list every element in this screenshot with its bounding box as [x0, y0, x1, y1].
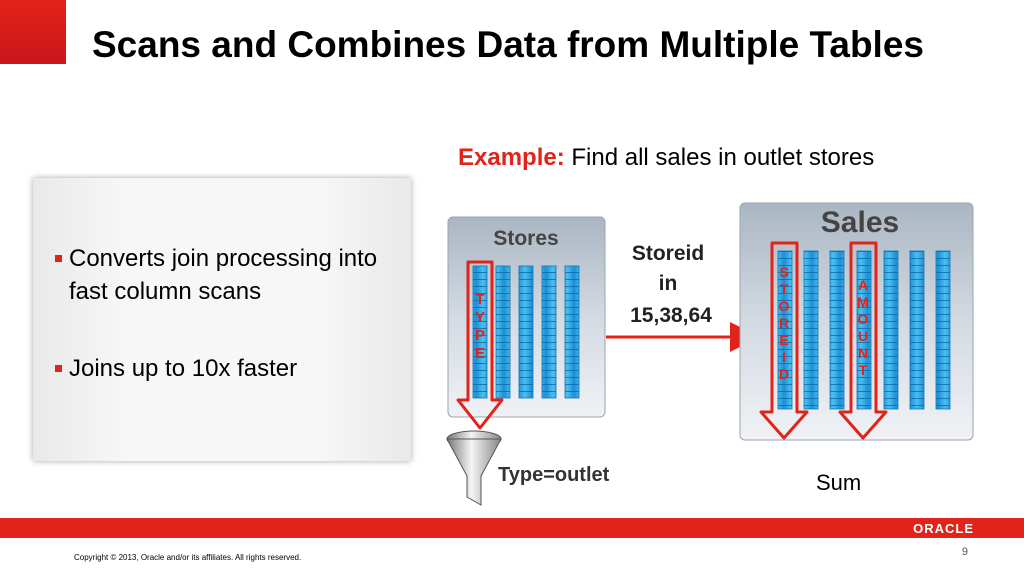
oracle-logo: ORACLE — [913, 521, 974, 536]
result-label: Sum — [816, 470, 862, 495]
sales-column — [856, 250, 872, 410]
bullet-text: Joins up to 10x faster — [69, 355, 298, 382]
slide-title: Scans and Combines Data from Multiple Ta… — [92, 24, 924, 65]
bullet-panel: Converts join processing into fast colum… — [33, 178, 411, 461]
sales-column — [935, 250, 951, 410]
bullet-list: Converts join processing into fast colum… — [55, 242, 405, 385]
sales-title: Sales — [821, 206, 899, 239]
bullet-text: Converts join processing into fast colum… — [69, 245, 378, 305]
bullet-square-icon — [55, 365, 62, 372]
amount-scan-arrow — [838, 241, 888, 440]
sales-column — [829, 250, 845, 410]
type-scan-arrow — [456, 260, 504, 430]
example-description: Find all sales in outlet stores — [564, 144, 875, 171]
stores-column — [564, 265, 580, 399]
footer-bar — [0, 518, 1024, 538]
storeid-scan-arrow — [759, 241, 809, 440]
example-label: Example: — [458, 144, 565, 171]
bullet-item: Joins up to 10x faster — [55, 352, 405, 385]
filter-funnel-icon — [446, 430, 502, 506]
red-corner-block — [0, 0, 66, 64]
filter-label: Type=outlet — [498, 464, 610, 486]
bullet-item: Converts join processing into fast colum… — [55, 242, 405, 308]
stores-column — [495, 265, 511, 399]
link-line: Storeid — [632, 242, 704, 265]
stores-column — [541, 265, 557, 399]
link-line: in — [659, 272, 678, 295]
sales-column — [803, 250, 819, 410]
bullet-square-icon — [55, 255, 62, 262]
sales-column — [909, 250, 925, 410]
sales-column — [777, 250, 793, 410]
copyright-text: Copyright © 2013, Oracle and/or its affi… — [74, 553, 302, 562]
stores-title: Stores — [493, 227, 558, 250]
stores-column — [472, 265, 488, 399]
link-line: 15,38,64 — [630, 304, 712, 327]
stores-column — [518, 265, 534, 399]
page-number: 9 — [961, 546, 968, 558]
sales-column — [883, 250, 899, 410]
example-text: Example: Find all sales in outlet stores — [458, 144, 874, 172]
